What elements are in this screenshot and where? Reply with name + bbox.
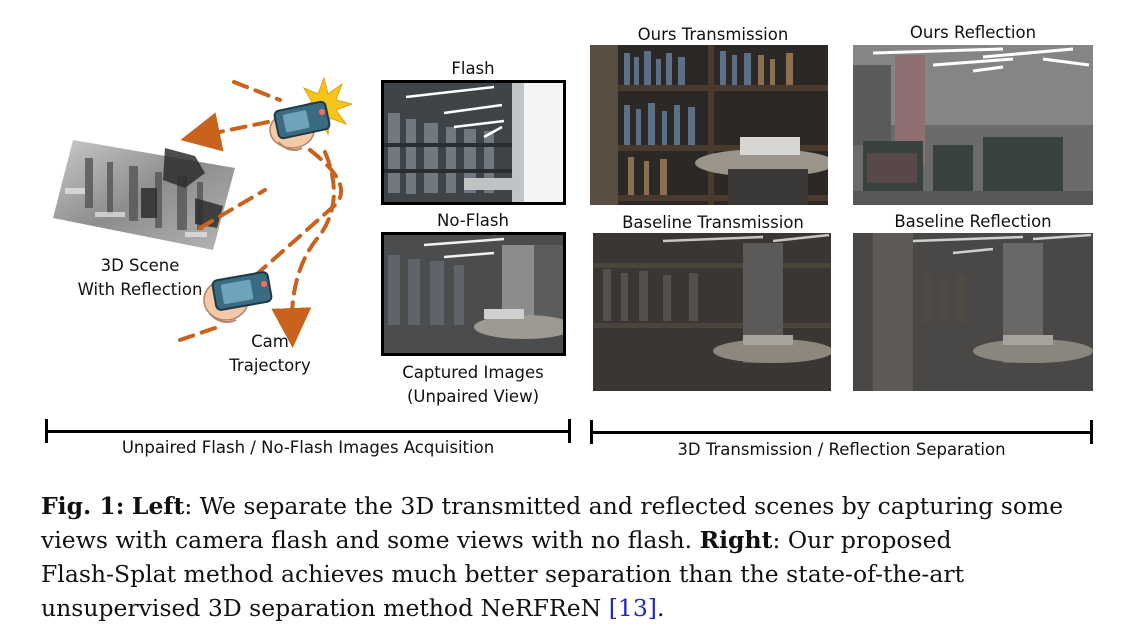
camera-trajectory-arrows — [178, 80, 344, 348]
ours-transmission-label: Ours Transmission — [637, 25, 789, 44]
right-bracket-line — [590, 431, 1093, 434]
right-label: Right — [699, 526, 773, 554]
baseline-transmission-label: Baseline Transmission — [622, 213, 804, 232]
flash-phone-icon — [262, 72, 354, 157]
baseline-reflection-image — [853, 233, 1093, 391]
ours-transmission-image — [590, 45, 828, 205]
baseline-transmission-image — [593, 233, 831, 391]
point-cloud-scene-image — [45, 128, 245, 253]
figure-caption: Fig. 1: Left: We separate the 3D transmi… — [41, 492, 1064, 622]
fig-label: Fig. 1: — [41, 492, 125, 520]
right-bracket-tick-end — [1090, 420, 1093, 444]
left-label: Left — [131, 492, 185, 520]
left-bracket-label: Unpaired Flash / No-Flash Images Acquisi… — [121, 438, 495, 457]
noflash-image — [381, 232, 566, 356]
captured-images-label: Captured Images (Unpaired View) — [402, 363, 544, 406]
scene-label: 3D Scene With Reflection — [77, 256, 203, 299]
ours-reflection-label: Ours Reflection — [909, 23, 1037, 42]
right-bracket-tick-start — [590, 420, 593, 444]
noflash-phone-icon — [200, 262, 278, 330]
left-bracket-tick-start — [45, 419, 48, 443]
flash-image — [381, 80, 566, 205]
left-bracket-tick-end — [568, 419, 571, 443]
flash-label: Flash — [451, 59, 495, 78]
citation-link[interactable]: [13] — [608, 594, 657, 622]
right-bracket-label: 3D Transmission / Reflection Separation — [677, 440, 1006, 459]
ours-reflection-image — [853, 45, 1093, 205]
left-bracket-line — [45, 430, 571, 433]
noflash-label: No-Flash — [437, 211, 509, 230]
cam-trajectory-label: Cam Trajectory — [229, 332, 311, 375]
baseline-reflection-label: Baseline Reflection — [894, 212, 1052, 231]
